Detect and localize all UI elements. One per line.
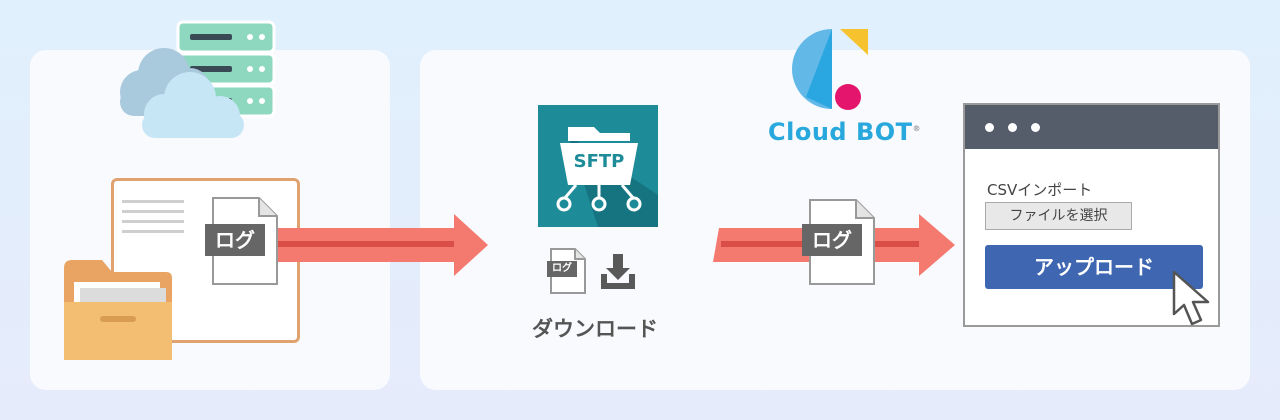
transfer-log-file-label: ログ <box>802 224 862 256</box>
cloudbot-logo-icon <box>792 29 868 110</box>
folder-icon <box>64 260 172 360</box>
browser-title-bar <box>965 105 1218 149</box>
document-lines <box>122 200 184 233</box>
upload-button[interactable]: アップロード <box>985 245 1203 289</box>
window-dot <box>985 123 994 132</box>
registered-mark: ® <box>912 124 922 133</box>
small-log-file-label: ログ <box>547 261 577 277</box>
sftp-logo: SFTP <box>538 105 658 227</box>
window-dot <box>1008 123 1017 132</box>
transfer-arrow-1 <box>272 214 488 276</box>
file-select-button[interactable]: ファイルを選択 <box>985 202 1132 230</box>
csv-import-label: CSVインポート <box>987 181 1093 199</box>
log-file-label: ログ <box>205 224 265 256</box>
log-file-icon: ログ <box>205 196 279 286</box>
download-icon <box>601 254 635 289</box>
sftp-logo-text: SFTP <box>573 151 625 172</box>
mouse-cursor-icon <box>1172 270 1210 326</box>
window-dot <box>1031 123 1040 132</box>
cloudbot-logo-text: Cloud BOT® <box>768 118 921 146</box>
cloudbot-logo-name: Cloud BOT <box>768 118 913 146</box>
transfer-log-file-icon: ログ <box>802 198 876 286</box>
cloud-server-icon <box>120 20 276 138</box>
download-label: ダウンロード <box>532 317 658 341</box>
small-log-file-icon: ログ <box>547 247 587 295</box>
